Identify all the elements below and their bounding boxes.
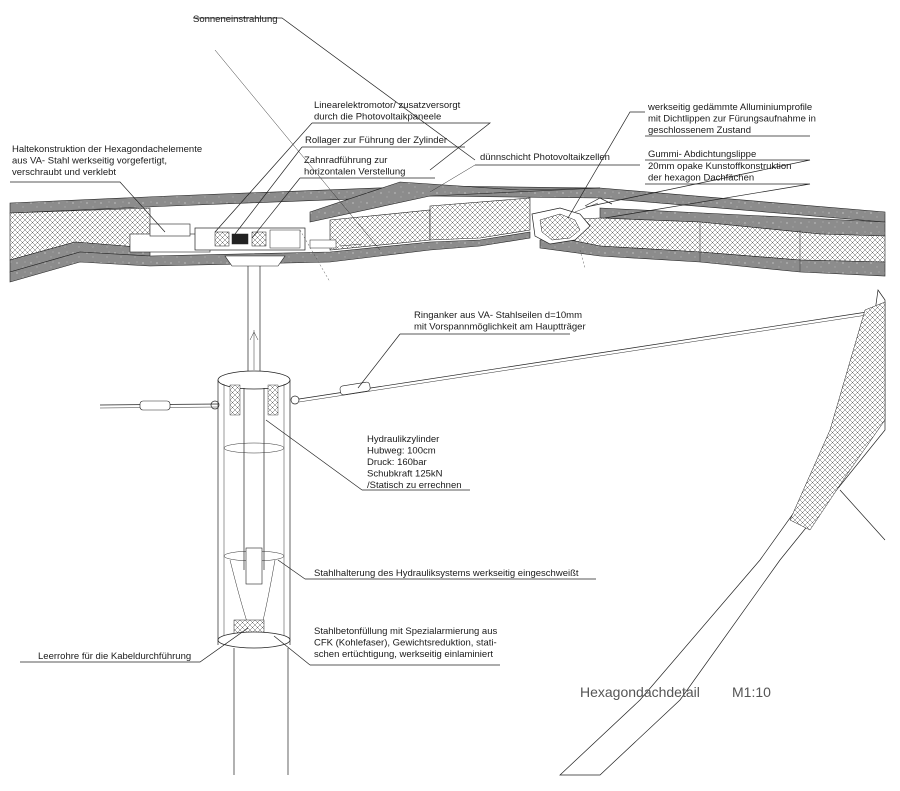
label-line: durch die Photovoltaikpaneele (314, 112, 441, 123)
label-line: Gummi- Abdichtungslippe (648, 149, 756, 160)
label-line: Hubweg: 100cm (367, 446, 436, 457)
label-line: Stahlbetonfüllung mit Spezialarmierung a… (314, 626, 497, 637)
label-line: aus VA- Stahl werkseitig vorgefertigt, (12, 156, 167, 167)
label-line: mit Dichtlippen zur Fürungsaufnahme in (648, 114, 816, 125)
leader-lines (10, 17, 811, 666)
label-line: CFK (Kohlefaser), Gewichtsreduktion, sta… (314, 638, 497, 649)
label-line: werkseitig gedämmte Alluminiumprofile (647, 102, 812, 113)
label-line: Rollager zur Führung der Zylinder (305, 135, 447, 146)
label-stahlhalterung: Stahlhalterung des Hydrauliksystems werk… (314, 568, 579, 579)
aluminium-joint-profile (531, 197, 613, 269)
label-line: dünnschicht Photovoltaikzellen (480, 152, 610, 163)
label-line: Leerrohre für die Kabeldurchführung (38, 651, 191, 662)
label-line: Druck: 160bar (367, 457, 427, 468)
label-line: verschraubt und verklebt (12, 167, 116, 178)
label-photovoltaik: dünnschicht Photovoltaikzellen (480, 152, 610, 163)
label-rollager: Rollager zur Führung der Zylinder (305, 135, 447, 146)
label-gummi: Gummi- Abdichtungslippe (648, 149, 756, 160)
label-line: Ringanker aus VA- Stahlseilen d=10mm (414, 310, 582, 321)
label-line: Stahlhalterung des Hydrauliksystems werk… (314, 568, 579, 579)
drawing-title: Hexagondachdetail M1:10 (580, 684, 771, 700)
label-line: Hydraulikzylinder (367, 434, 439, 445)
title-text: Hexagondachdetail (580, 684, 700, 700)
label-line: schen ertüchtigung, werkseitig einlamini… (314, 649, 493, 660)
ring-anchor-cable (99, 309, 881, 411)
label-line: geschlossenem Zustand (648, 125, 751, 136)
label-line: Schubkraft 125kN (367, 469, 443, 480)
label-sonneneinstrahlung: Sonneneinstrahlung (193, 14, 278, 25)
label-line: Haltekonstruktion der Hexagondachelement… (12, 144, 202, 155)
label-haltekonstruktion: Haltekonstruktion der Hexagondachelement… (12, 144, 202, 178)
label-line: Sonneneinstrahlung (193, 14, 278, 25)
actuator-mechanism (129, 223, 363, 283)
label-line: mit Vorspannmöglichkeit am Hauptträger (414, 322, 586, 333)
steel-rod (247, 266, 261, 380)
column-housing (217, 370, 291, 775)
label-leerrohre: Leerrohre für die Kabeldurchführung (38, 651, 191, 662)
label-line: Zahnradführung zur (304, 155, 387, 166)
label-line: der hexagon Dachfächen (648, 173, 754, 184)
label-line: horizontalen Verstellung (304, 167, 405, 178)
label-line: Linearelektromotor/ zusatzversorgt (314, 100, 461, 111)
label-line: 20mm opake Kunstoffkonstruktion (648, 161, 791, 172)
scale-text: M1:10 (732, 684, 771, 700)
main-beam (559, 289, 886, 776)
roof-panel-right (539, 207, 886, 277)
label-stahlbeton: Stahlbetonfüllung mit Spezialarmierung a… (314, 626, 497, 660)
label-line: /Statisch zu errechnen (367, 480, 462, 491)
